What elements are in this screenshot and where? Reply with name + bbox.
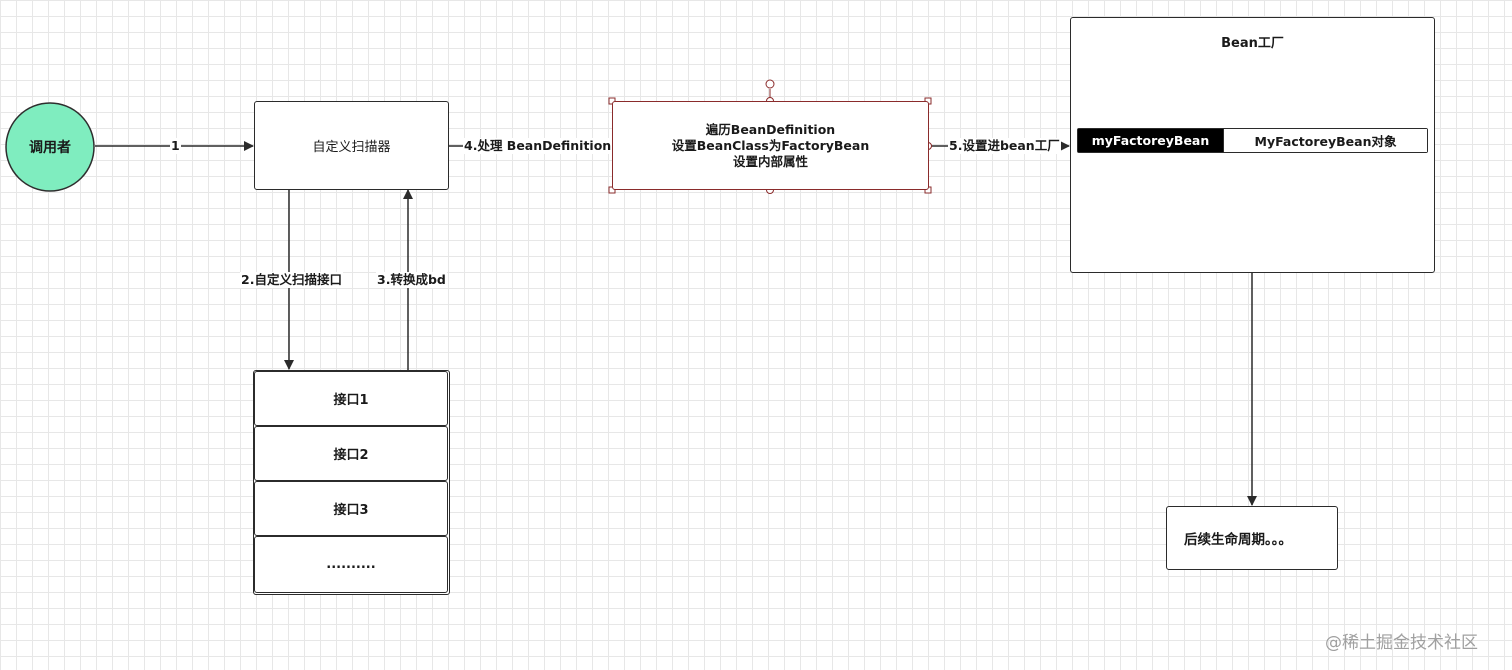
edge-4-label: 4.处理 BeanDefinition [463,138,613,154]
bean-factory-title: Bean工厂 [1221,36,1284,51]
process-line-1: 遍历BeanDefinition [705,121,836,137]
interface-item-more[interactable]: .......... [254,536,448,593]
edge-5-label: 5.设置进bean工厂 [948,138,1061,154]
process-line-3: 设置内部属性 [732,153,808,169]
factory-entry-row[interactable]: myFactoreyBean MyFactoreyBean对象 [1077,128,1428,153]
interface-item-3[interactable]: 接口3 [254,481,448,536]
edge-3-label: 3.转换成bd [376,272,447,288]
watermark: @稀土掘金技术社区 [1325,633,1478,653]
scanner-label: 自定义扫描器 [312,140,391,155]
process-line-2: 设置BeanClass为FactoryBean [671,137,870,153]
interface-item-1[interactable]: 接口1 [254,371,448,426]
scanner-node[interactable]: 自定义扫描器 [254,101,449,190]
bean-factory-node[interactable]: Bean工厂 myFactoreyBean MyFactoreyBean对象 [1070,17,1435,273]
interfaces-list: 接口1 接口2 接口3 .......... [253,370,450,595]
lifecycle-label: 后续生命周期。。。 [1184,532,1292,548]
caller-circle[interactable] [5,102,95,192]
factory-entry-value[interactable]: MyFactoreyBean对象 [1223,129,1427,152]
edge-2-label: 2.自定义扫描接口 [240,272,343,288]
edge-1-label: 1 [170,138,181,154]
interface-item-2[interactable]: 接口2 [254,426,448,481]
lifecycle-node[interactable]: 后续生命周期。。。 [1166,506,1338,570]
process-node[interactable]: 遍历BeanDefinition 设置BeanClass为FactoryBean… [612,101,929,190]
caller-label: 调用者 [29,140,71,156]
factory-entry-key[interactable]: myFactoreyBean [1078,129,1223,152]
